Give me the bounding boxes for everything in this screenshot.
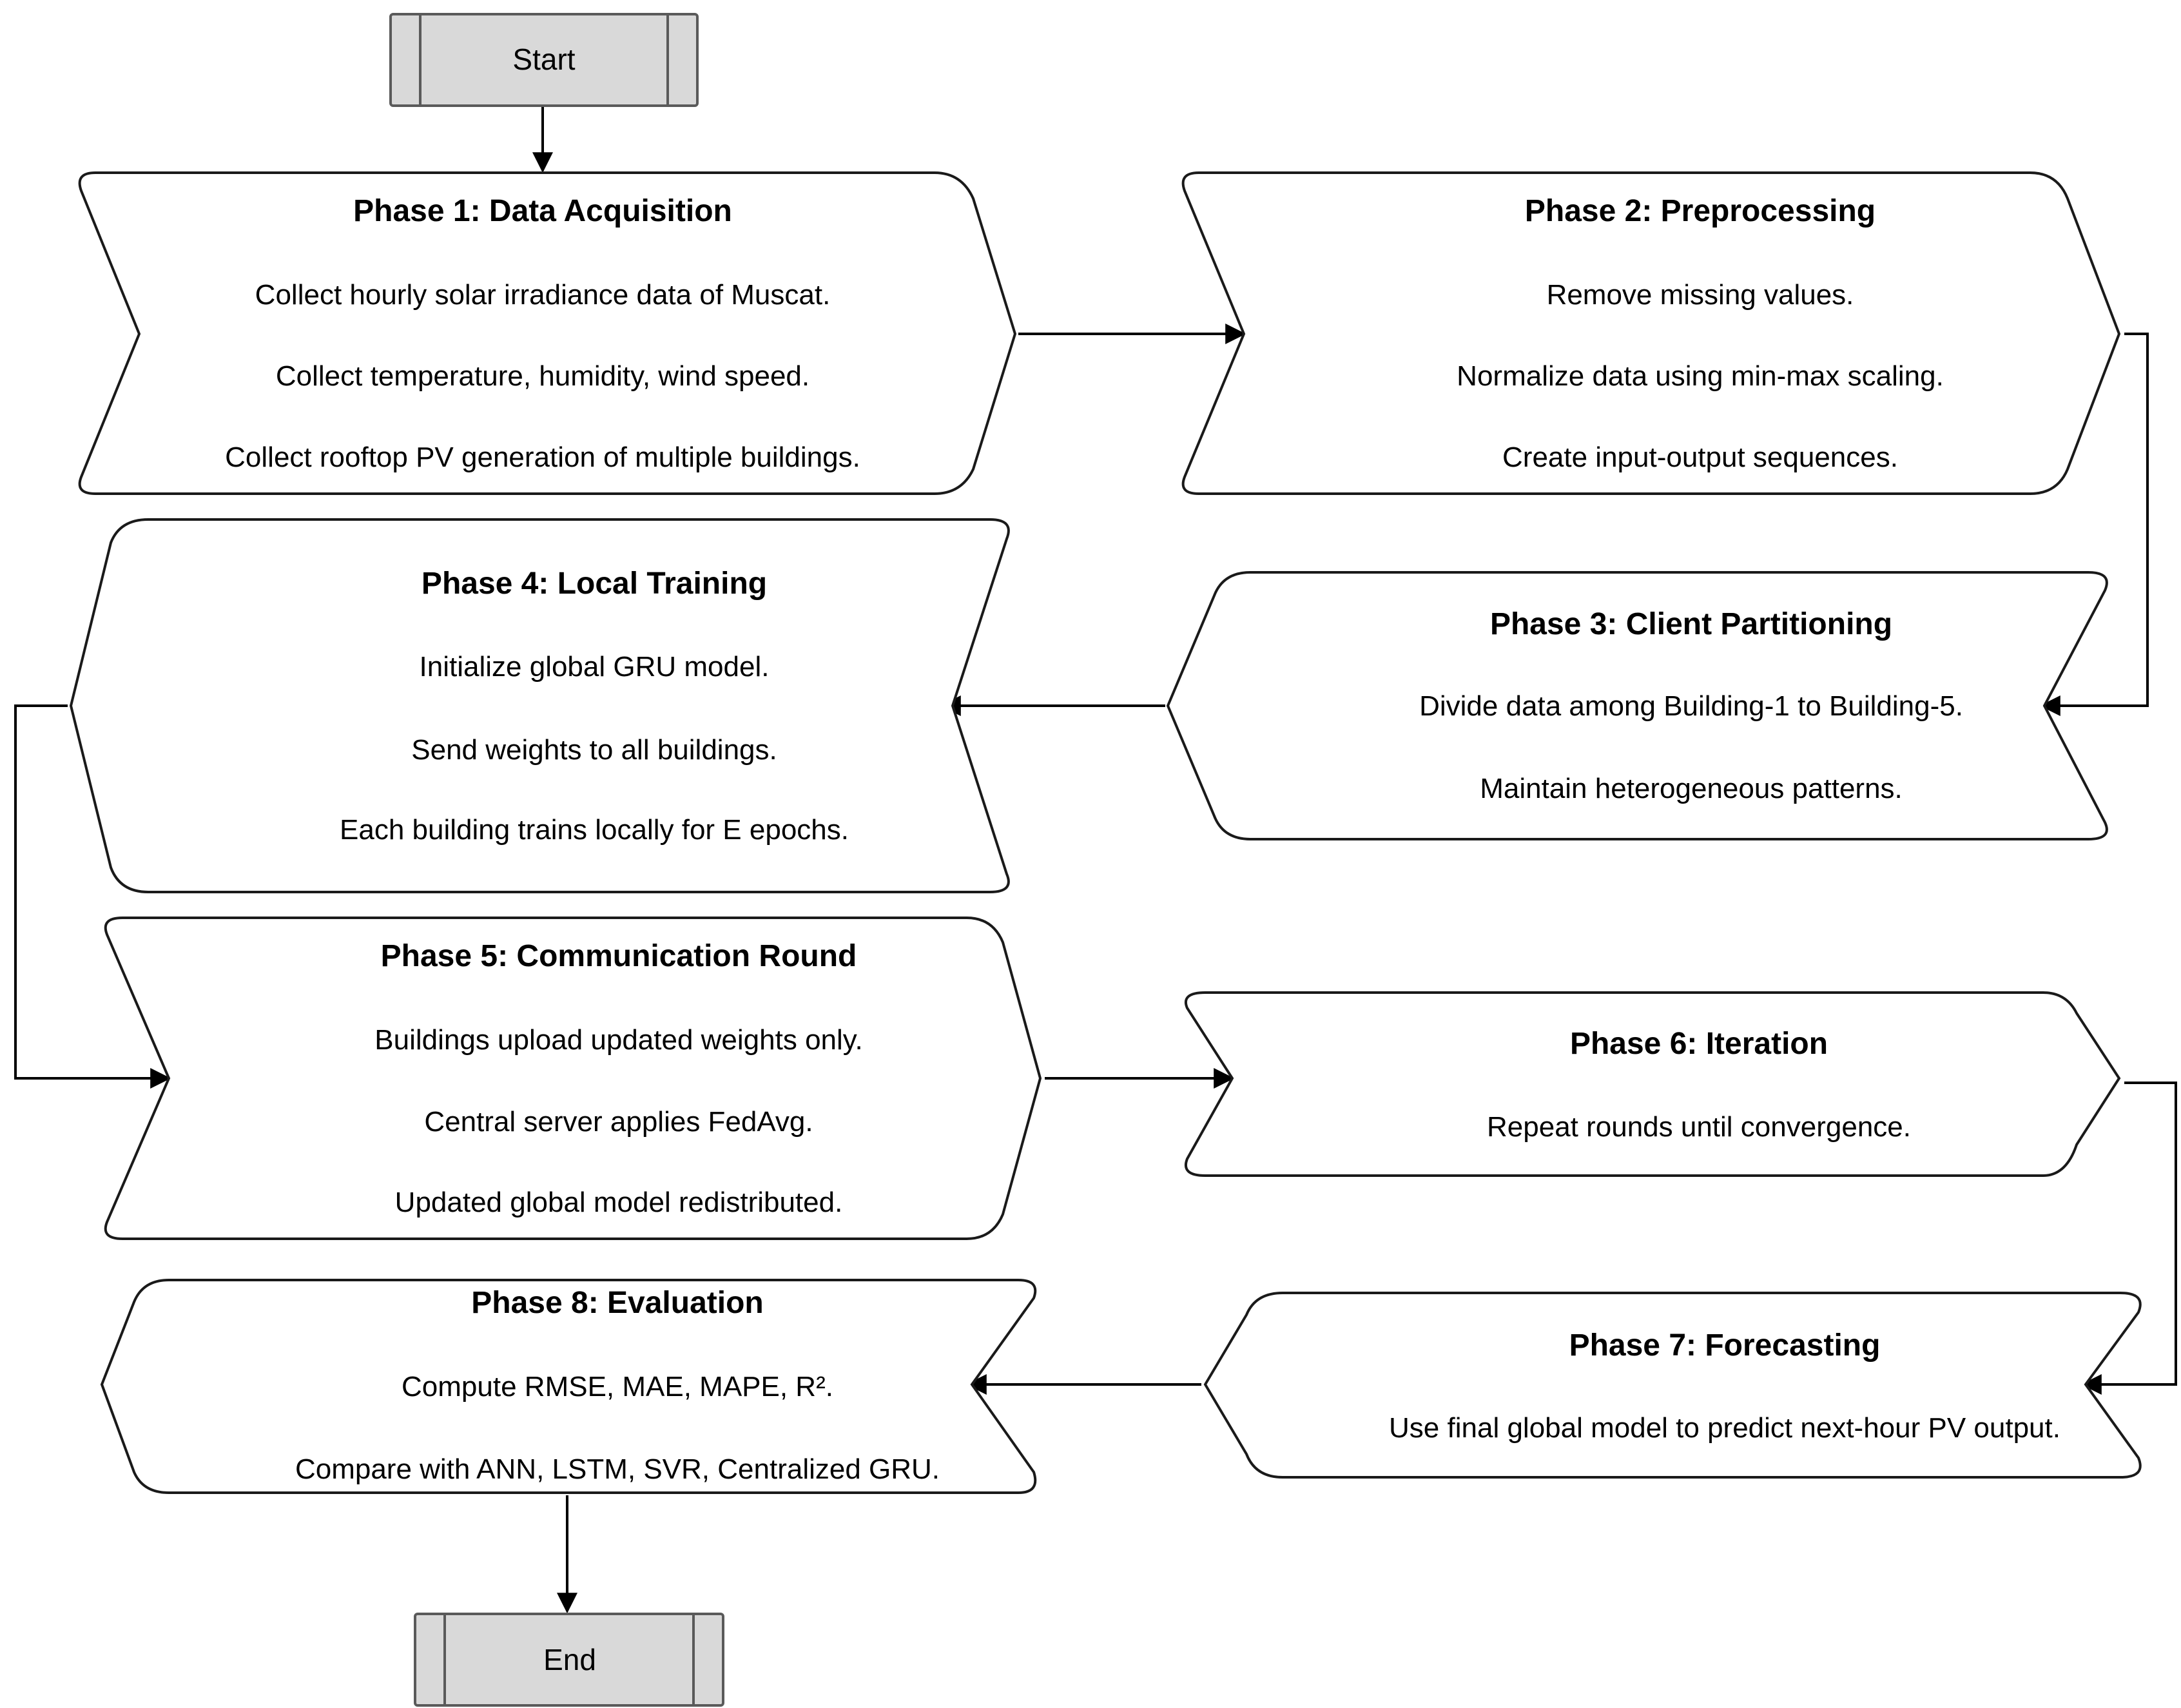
phase2-to-phase3-arrow bbox=[2039, 333, 2149, 716]
phase-5-box: Phase 5: Communication Round Buildings u… bbox=[104, 917, 1042, 1240]
phase-1-line-2: Collect temperature, humidity, wind spee… bbox=[276, 360, 809, 392]
connectors bbox=[14, 107, 2177, 1614]
phase-1-line-3: Collect rooftop PV generation of multipl… bbox=[225, 442, 860, 473]
phase6-to-phase7-arrow bbox=[2080, 1082, 2177, 1395]
phase-5-line-2: Central server applies FedAvg. bbox=[424, 1106, 813, 1138]
phase-3-line-2: Maintain heterogeneous patterns. bbox=[1480, 773, 1903, 804]
phase-2-line-3: Create input-output sequences. bbox=[1502, 442, 1898, 473]
phase-8-line-1: Compute RMSE, MAE, MAPE, R². bbox=[402, 1371, 833, 1402]
phase-1-line-1: Collect hourly solar irradiance data of … bbox=[255, 279, 831, 311]
phase-6-box: Phase 6: Iteration Repeat rounds until c… bbox=[1185, 991, 2121, 1177]
phase-8-title: Phase 8: Evaluation bbox=[471, 1286, 764, 1320]
start-label: Start bbox=[512, 43, 575, 76]
phase-3-line-1: Divide data among Building-1 to Building… bbox=[1419, 690, 1963, 722]
phase-4-line-1: Initialize global GRU model. bbox=[420, 651, 770, 683]
phase-3-box: Phase 3: Client Partitioning Divide data… bbox=[1166, 571, 2108, 840]
phase-8-box: Phase 8: Evaluation Compute RMSE, MAE, M… bbox=[100, 1279, 1037, 1494]
phase-8-line-2: Compare with ANN, LSTM, SVR, Centralized… bbox=[295, 1453, 940, 1485]
phase-5-line-1: Buildings upload updated weights only. bbox=[374, 1024, 863, 1056]
phase-5-title: Phase 5: Communication Round bbox=[381, 939, 857, 973]
phase-7-box: Phase 7: Forecasting Use final global mo… bbox=[1203, 1292, 2142, 1479]
phase-6-title: Phase 6: Iteration bbox=[1570, 1027, 1828, 1061]
phase-1-box: Phase 1: Data Acquisition Collect hourly… bbox=[78, 171, 1017, 495]
phase-2-line-1: Remove missing values. bbox=[1547, 279, 1854, 311]
phase-7-line-1: Use final global model to predict next-h… bbox=[1389, 1412, 2060, 1444]
phase-5-line-3: Updated global model redistributed. bbox=[395, 1187, 843, 1218]
phase-2-title: Phase 2: Preprocessing bbox=[1525, 194, 1876, 228]
phase-7-title: Phase 7: Forecasting bbox=[1569, 1328, 1881, 1363]
phase-3-title: Phase 3: Client Partitioning bbox=[1490, 607, 1892, 641]
phase-2-box: Phase 2: Preprocessing Remove missing va… bbox=[1181, 171, 2121, 495]
phase-4-box: Phase 4: Local Training Initialize globa… bbox=[69, 518, 1010, 893]
end-label: End bbox=[543, 1643, 596, 1676]
phase-4-line-3: Each building trains locally for E epoch… bbox=[340, 814, 849, 846]
phase-6-line-1: Repeat rounds until convergence. bbox=[1487, 1111, 1911, 1143]
phase-2-line-2: Normalize data using min-max scaling. bbox=[1457, 360, 1944, 392]
start-node: Start bbox=[389, 13, 699, 107]
phase-4-title: Phase 4: Local Training bbox=[422, 567, 767, 601]
phase-1-title: Phase 1: Data Acquisition bbox=[353, 194, 732, 228]
phase4-to-phase5-arrow bbox=[14, 704, 171, 1089]
phase-4-line-2: Send weights to all buildings. bbox=[411, 734, 777, 766]
end-node: End bbox=[414, 1613, 724, 1707]
